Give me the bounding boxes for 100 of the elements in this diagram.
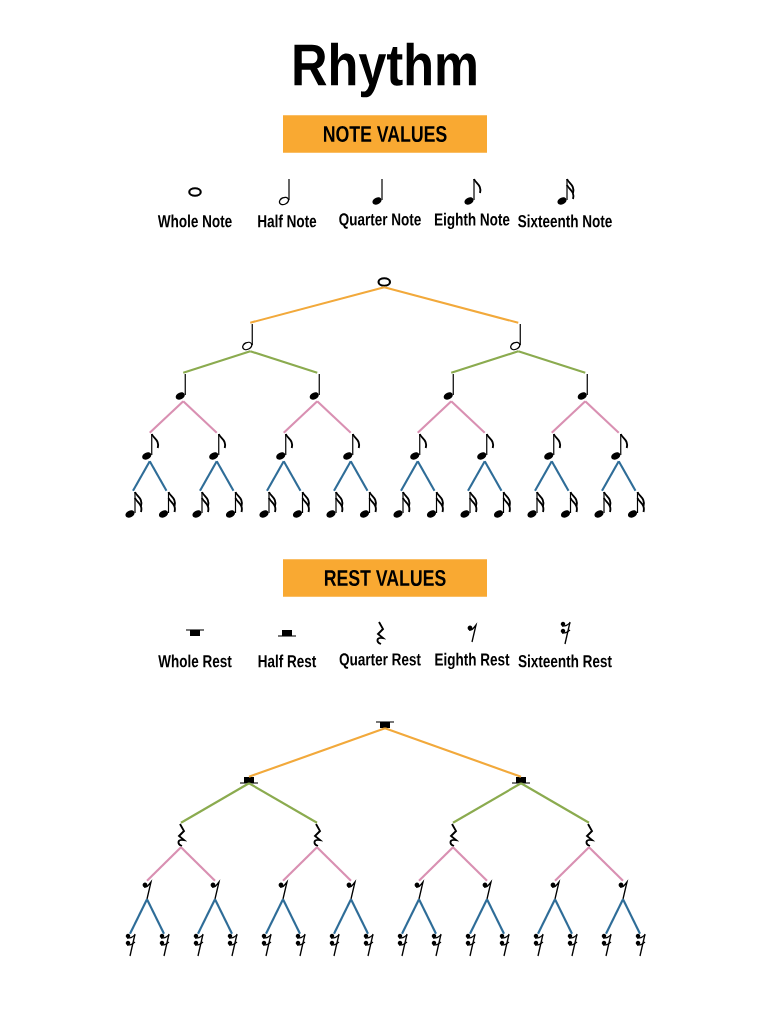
sixteenth-rest-symbol [329,933,340,957]
connector-line [486,898,505,935]
sixteenth-note-symbol [158,491,176,518]
quarter-note-symbol [175,373,186,400]
connector-line [537,898,556,935]
sixteenth-note-symbol [426,491,444,518]
sixteenth-rest-symbol [601,933,612,957]
connector-line [146,898,165,935]
connector-line [180,782,250,824]
connector-line [316,400,352,434]
connector-line [550,460,570,492]
sixteenth-note-symbol [627,491,645,518]
quarter-note-symbol [309,373,320,400]
value-name: Half Note [258,214,317,228]
connector-line [282,846,318,882]
value-name: Quarter Note [339,213,421,229]
connector-line [149,400,184,434]
eighth-note-symbol [410,433,428,460]
connector-line [316,846,352,882]
connector-line [517,350,586,374]
whole-note-symbol [377,277,392,287]
eighth-rest-symbol [550,881,560,900]
quarter-note-symbol [443,373,454,400]
connector-line [605,898,624,935]
connector-line [554,898,573,935]
eighth-rest-symbol [618,881,628,900]
connector-line [551,400,586,434]
connector-line [384,286,519,324]
connector-line [384,727,522,778]
connector-line [248,782,318,824]
connector-line [148,460,168,492]
half-rest-block [244,777,254,783]
value-name: Whole Rest [158,654,232,668]
sixteenth-rest-symbol [227,933,238,957]
sixteenth-rest-symbol [261,933,272,957]
connector-line [132,460,151,492]
eighth-rest-symbol [482,881,492,900]
sixteenth-rest-symbol [431,933,442,957]
sixteenth-note-symbol [225,491,243,518]
connector-line [450,400,486,434]
connector-line [333,460,352,492]
sixteenth-rest-symbol [465,933,476,957]
connector-line [416,460,436,492]
connector-line [400,460,419,492]
sixteenth-note-symbol [527,491,545,518]
title: Rhythm [294,42,476,98]
eighth-note-symbol [276,433,294,460]
sixteenth-note-symbol [560,491,578,518]
eighth-note-symbol [477,433,495,460]
eighth-rest-symbol [278,881,288,900]
connector-line [199,460,218,492]
sixteenth-rest-symbol [533,933,544,957]
connector-line [450,350,519,374]
connector-line [418,898,437,935]
sixteenth-rest-symbol [159,933,170,957]
section-banner: NOTE VALUES [283,115,487,153]
connector-line [266,460,285,492]
half-note-symbol [510,323,521,351]
sixteenth-rest-symbol [363,933,374,957]
sixteenth-note-symbol [125,491,143,518]
connector-line [197,898,216,935]
connector-line [467,460,486,492]
connector-line [452,846,488,882]
connector-line [129,898,148,935]
connector-line [250,286,385,324]
quarter-rest-symbol [449,823,457,847]
connector-line [333,898,352,935]
sixteenth-note-symbol [393,491,411,518]
value-name: Eighth Rest [435,652,510,670]
value-name: Sixteenth Note [518,214,612,228]
connector-line [248,727,386,778]
sixteenth-note-symbol [259,491,277,518]
connector-line [401,898,420,935]
sixteenth-rest-symbol [125,933,136,957]
eighth-note-symbol [209,433,227,460]
connector-line [282,460,302,492]
value-name: Quarter Rest [339,653,421,669]
quarter-note-symbol [577,373,588,400]
eighth-note-symbol [142,433,160,460]
connector-line [265,898,284,935]
connector-line [452,782,522,824]
sixteenth-note-symbol [460,491,478,518]
connector-line [282,898,301,935]
half-rest-block [516,777,526,783]
connector-line [350,898,369,935]
connector-line [182,350,251,374]
sixteenth-rest-symbol [567,933,578,957]
connector-line [283,400,318,434]
half-note-symbol [242,323,253,351]
sixteenth-rest-symbol [295,933,306,957]
sixteenth-rest-symbol [193,933,204,957]
eighth-rest-symbol [346,881,356,900]
value-name: Sixteenth Rest [518,654,612,668]
quarter-rest-symbol [177,823,185,847]
sixteenth-rest-symbol [635,933,646,957]
value-name: Eighth Note [435,212,510,230]
value-name: Half Rest [258,654,317,668]
sixteenth-note-symbol [326,491,344,518]
connector-line [617,460,637,492]
quarter-rest-symbol [585,823,593,847]
